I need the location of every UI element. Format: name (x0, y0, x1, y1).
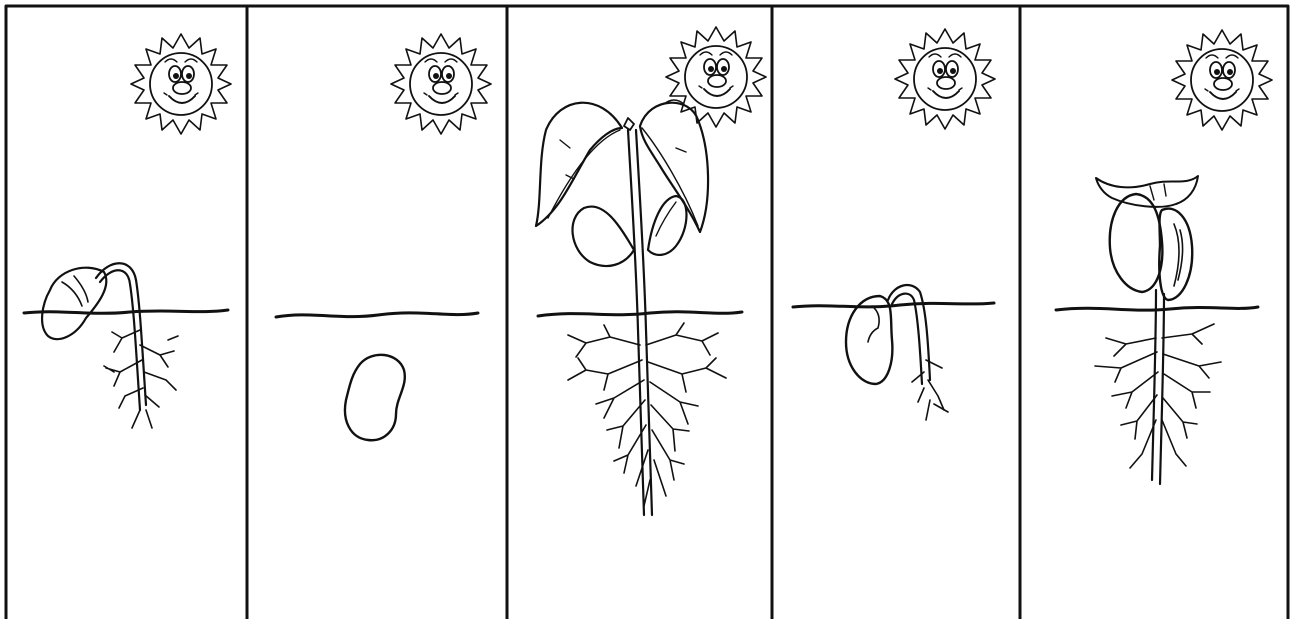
sun-icon (895, 29, 995, 129)
plant-stem (1152, 290, 1164, 484)
panel-4 (793, 29, 995, 420)
leaf-left (536, 103, 622, 226)
cotyledon-left (573, 207, 634, 266)
plant-stem (888, 285, 930, 384)
roots (1095, 324, 1221, 468)
roots (104, 330, 178, 428)
panel-2 (276, 34, 491, 440)
panel-1 (24, 34, 231, 428)
ground-line (538, 312, 742, 316)
ground-line (1056, 307, 1258, 310)
sun-icon (131, 34, 231, 134)
cotyledon-right (648, 196, 687, 255)
panel-3 (536, 27, 766, 515)
leaves (1096, 176, 1198, 207)
sun-icon (666, 27, 766, 127)
ground-line (24, 310, 228, 313)
leaf-right (640, 103, 708, 232)
bean-seed (345, 355, 405, 440)
cotyledon-right (1159, 209, 1192, 300)
sun-icon (1172, 30, 1272, 130)
cotyledon-left (1110, 194, 1163, 292)
plant-stem (628, 130, 652, 515)
ground-line (793, 303, 994, 307)
ground-line (276, 313, 478, 317)
panel-5 (1056, 30, 1272, 484)
sun-icon (391, 34, 491, 134)
